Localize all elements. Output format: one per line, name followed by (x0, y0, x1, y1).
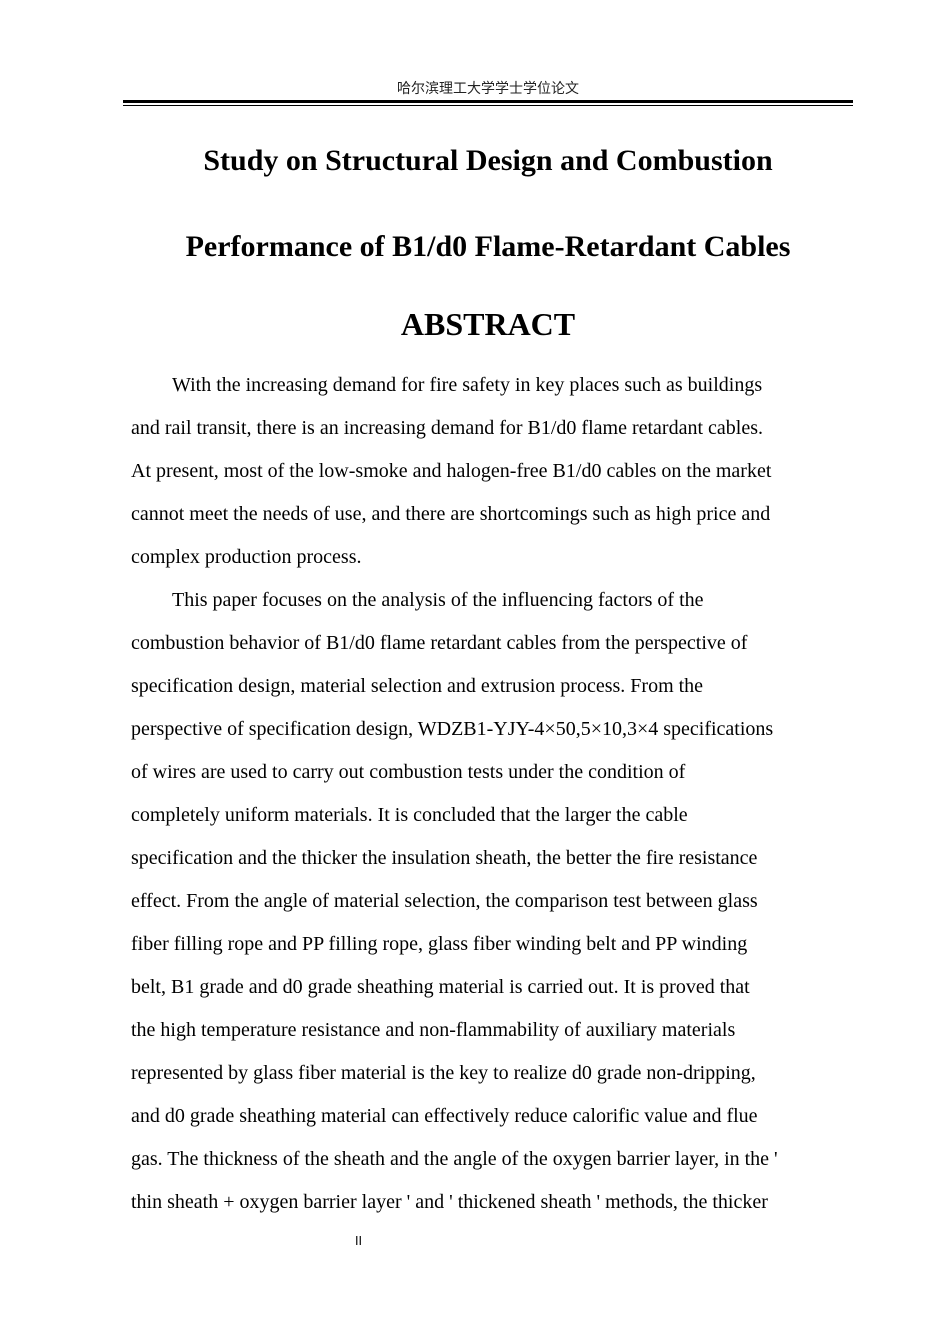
abstract-line: and d0 grade sheathing material can effe… (131, 1105, 758, 1127)
abstract-line: At present, most of the low-smoke and ha… (131, 460, 772, 482)
abstract-line: complex production process. (131, 546, 362, 568)
abstract-line: gas. The thickness of the sheath and the… (131, 1148, 778, 1170)
header-rule-thin (123, 105, 853, 106)
abstract-line: and rail transit, there is an increasing… (131, 417, 763, 439)
abstract-line: specification and the thicker the insula… (131, 847, 758, 869)
abstract-line: With the increasing demand for fire safe… (172, 374, 763, 396)
abstract-line: perspective of specification design, WDZ… (131, 718, 774, 740)
paper-title-line-1: Study on Structural Design and Combustio… (203, 144, 773, 177)
abstract-line: completely uniform materials. It is conc… (131, 804, 688, 826)
abstract-heading: ABSTRACT (400, 306, 576, 342)
abstract-line: cannot meet the needs of use, and there … (131, 503, 771, 525)
abstract-line: represented by glass fiber material is t… (131, 1062, 756, 1084)
abstract-line: This paper focuses on the analysis of th… (172, 589, 704, 611)
page-number: II (355, 1234, 363, 1248)
header-rule-thick (123, 100, 853, 103)
running-header: 哈尔滨理工大学学士学位论文 (397, 81, 579, 97)
paper-title-line-2: Performance of B1/d0 Flame-Retardant Cab… (185, 230, 791, 263)
abstract-line: thin sheath + oxygen barrier layer ' and… (131, 1191, 768, 1213)
abstract-line: specification design, material selection… (131, 675, 704, 697)
abstract-line: of wires are used to carry out combustio… (131, 761, 686, 783)
abstract-line: the high temperature resistance and non-… (131, 1019, 736, 1041)
abstract-line: fiber filling rope and PP filling rope, … (131, 933, 748, 955)
abstract-body: With the increasing demand for fire safe… (131, 364, 851, 1224)
abstract-line: effect. From the angle of material selec… (131, 890, 758, 912)
abstract-line: belt, B1 grade and d0 grade sheathing ma… (131, 976, 750, 998)
abstract-line: combustion behavior of B1/d0 flame retar… (131, 632, 748, 654)
